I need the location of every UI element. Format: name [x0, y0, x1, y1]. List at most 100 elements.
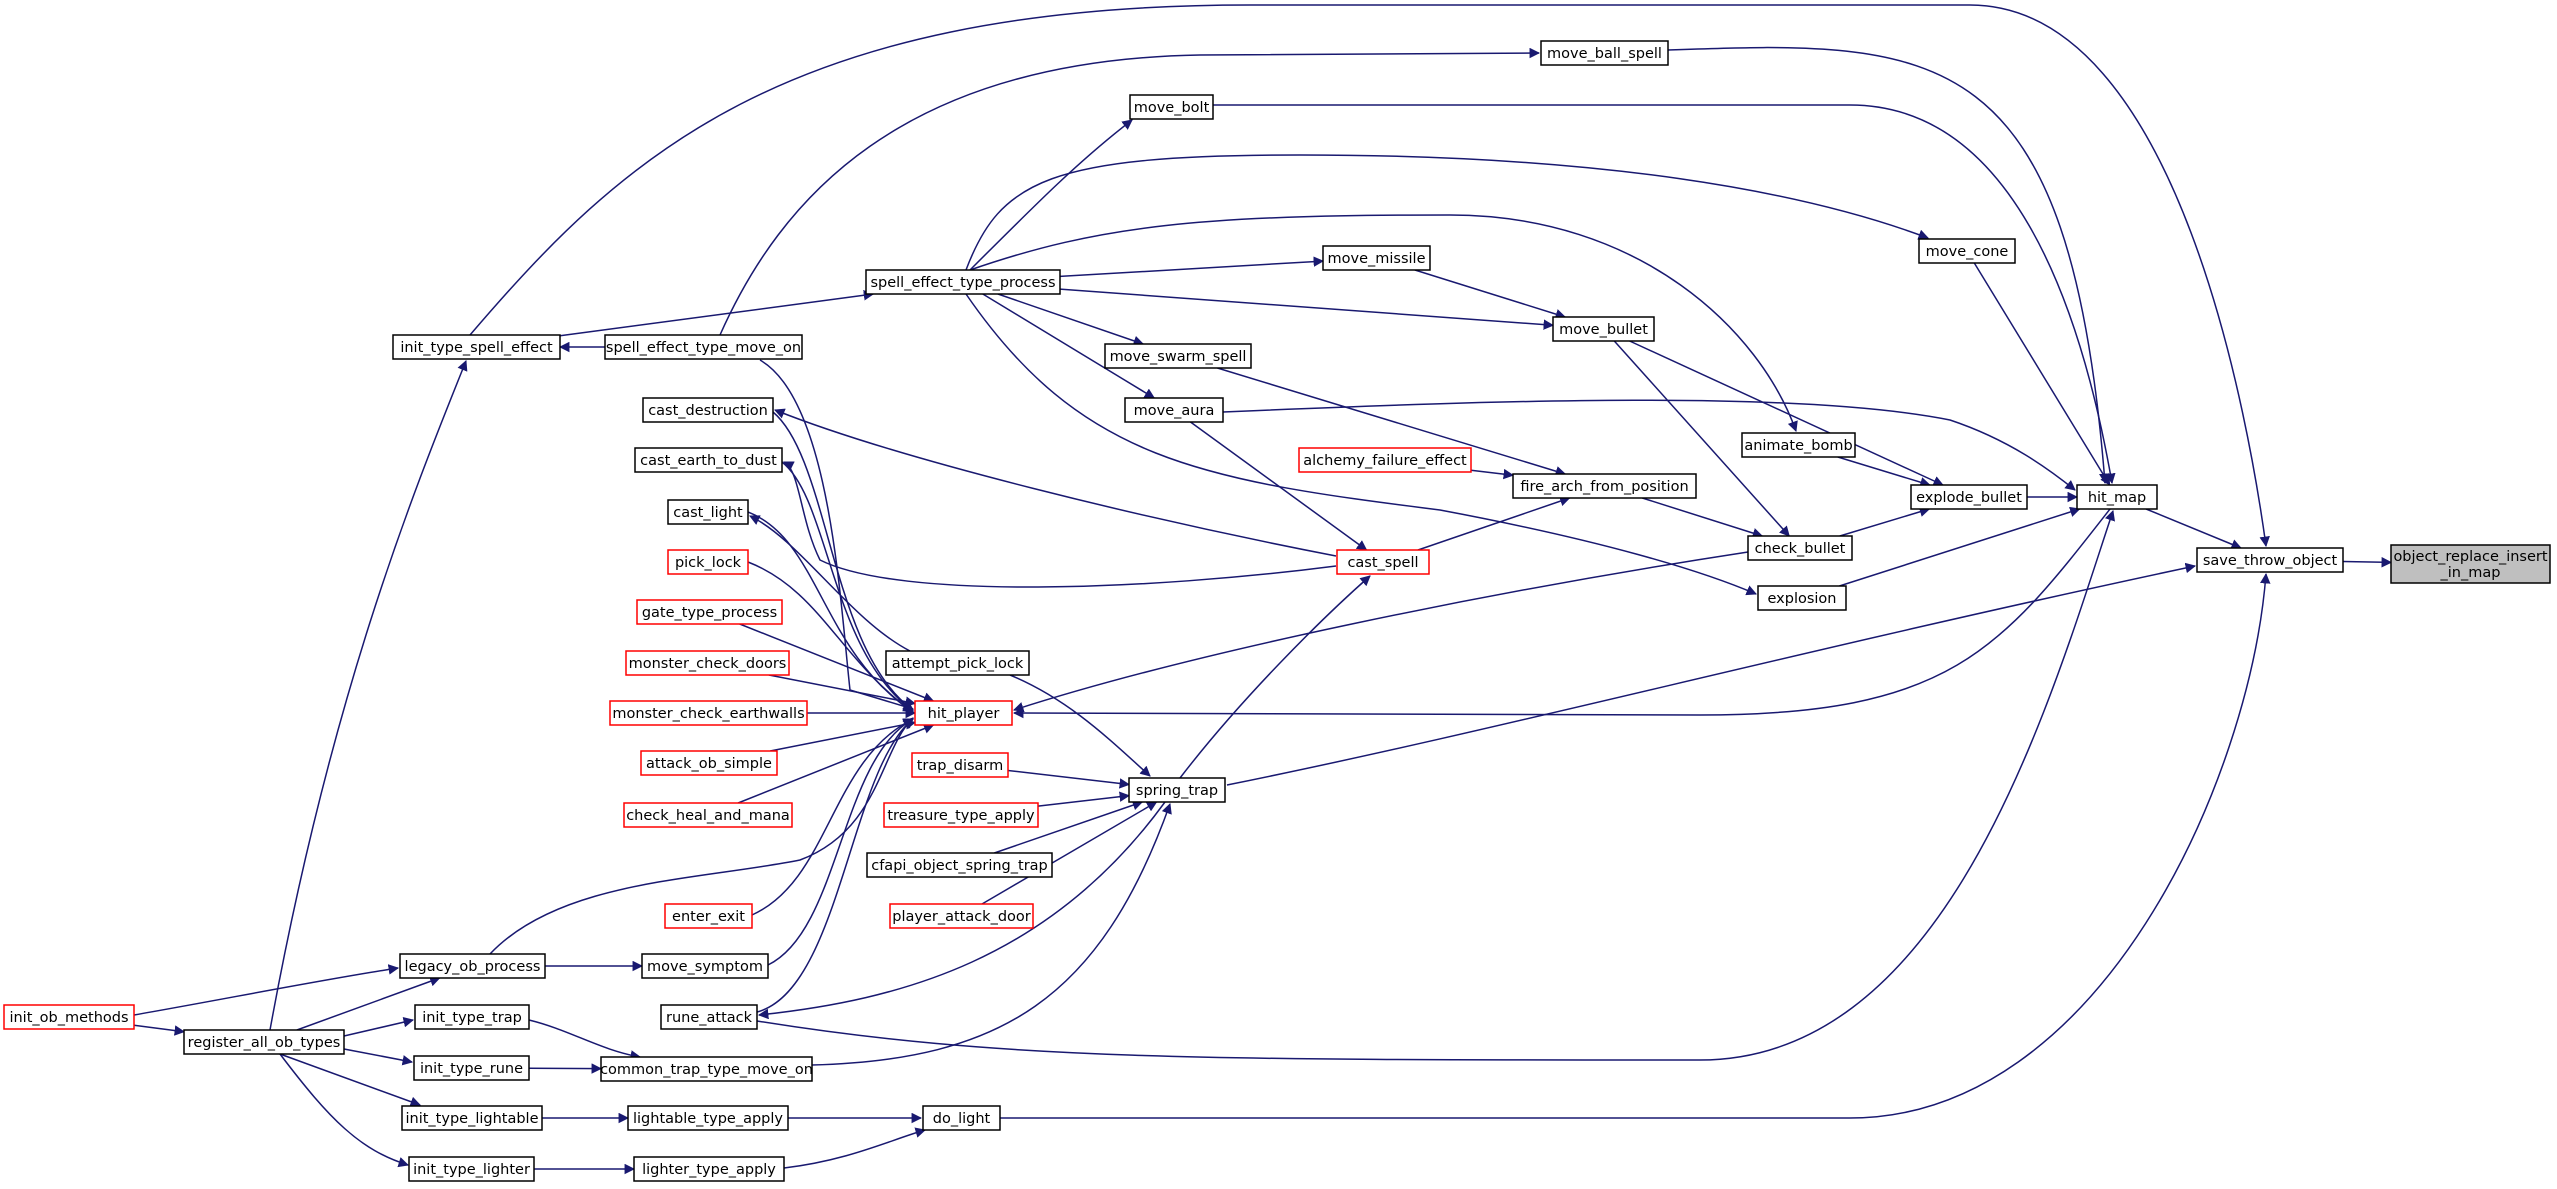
node-hit-player[interactable]: hit_player [914, 700, 1013, 726]
node-monster-check-earthwalls[interactable]: monster_check_earthwalls [609, 700, 808, 726]
edge-cast_spell-to-cast_destruction [774, 408, 1337, 557]
node-hit-map[interactable]: hit_map [2076, 484, 2158, 510]
edge-treasure_type_apply-to-spring_trap [1037, 791, 1131, 807]
node-label: cast_light [673, 505, 743, 521]
node-cast-spell[interactable]: cast_spell [1336, 549, 1430, 575]
edge-pick_lock-to-hit_player [747, 561, 914, 713]
edge-move_bullet-to-explode_bullet [1629, 340, 1944, 486]
node-box [1747, 535, 1853, 561]
node-init-type-spell-effect[interactable]: init_type_spell_effect [392, 334, 561, 360]
node-monster-check-doors[interactable]: monster_check_doors [625, 650, 790, 676]
node-lighter-type-apply[interactable]: lighter_type_apply [633, 1156, 785, 1182]
node-box [1918, 238, 2016, 264]
node-lightable-type-apply[interactable]: lightable_type_apply [627, 1105, 789, 1131]
node-label: enter_exit [672, 909, 745, 925]
edge-gate_type_process-to-hit_player [739, 623, 935, 703]
node-attempt-pick-lock[interactable]: attempt_pick_lock [885, 650, 1030, 676]
node-spell-effect-type-move-on[interactable]: spell_effect_type_move_on [604, 334, 803, 360]
edge-rune_attack-to-hit_map [756, 510, 2115, 1061]
node-label: register_all_ob_types [188, 1035, 341, 1051]
node-label: init_type_spell_effect [400, 340, 553, 356]
node-init-type-lighter[interactable]: init_type_lighter [408, 1156, 535, 1182]
node-move-ball-spell[interactable]: move_ball_spell [1540, 40, 1669, 66]
node-alchemy-failure-effect[interactable]: alchemy_failure_effect [1298, 447, 1472, 473]
node-enter-exit[interactable]: enter_exit [664, 903, 753, 929]
edge-move_symptom-to-hit_player [767, 718, 914, 966]
node-box [392, 334, 561, 360]
node-box [636, 599, 783, 625]
node-animate-bomb[interactable]: animate_bomb [1741, 432, 1856, 458]
edge-spell_effect_type_process-to-explosion [965, 293, 1757, 596]
edge-common_trap_type_move_on-to-spring_trap [811, 803, 1172, 1066]
node-cast-light[interactable]: cast_light [667, 499, 749, 525]
node-cast-earth-to-dust[interactable]: cast_earth_to_dust [634, 447, 783, 473]
node-box [408, 1156, 535, 1182]
edge-init_type_spell_effect-to-spell_effect_type_process [559, 290, 875, 337]
node-box [1128, 777, 1226, 803]
node-box [414, 1004, 530, 1030]
node-move-bullet[interactable]: move_bullet [1552, 316, 1655, 342]
node-move-cone[interactable]: move_cone [1918, 238, 2016, 264]
node-pick-lock[interactable]: pick_lock [667, 549, 749, 575]
node-rune-attack[interactable]: rune_attack [660, 1004, 758, 1030]
edge-init_ob_methods-to-legacy_ob_process [133, 964, 400, 1016]
node-player-attack-door[interactable]: player_attack_door [889, 903, 1034, 929]
node-label: rune_attack [666, 1010, 753, 1026]
node-trap-disarm[interactable]: trap_disarm [911, 752, 1009, 778]
node-move-aura[interactable]: move_aura [1124, 397, 1224, 423]
node-label: init_type_lightable [406, 1111, 539, 1127]
node-box [1552, 316, 1655, 342]
node-init-ob-methods[interactable]: init_ob_methods [3, 1004, 135, 1030]
edge-register_all_ob_types-to-init_type_spell_effect [269, 360, 468, 1031]
edge-attack_ob_simple-to-hit_player [769, 719, 917, 752]
node-cfapi-object-spring-trap[interactable]: cfapi_object_spring_trap [866, 852, 1053, 878]
node-move-bolt[interactable]: move_bolt [1129, 94, 1214, 120]
node-init-type-trap[interactable]: init_type_trap [414, 1004, 530, 1030]
node-explosion[interactable]: explosion [1757, 585, 1847, 611]
node-label: do_light [933, 1111, 991, 1127]
edge-hit_map-to-save_throw_object [2145, 508, 2242, 550]
node-box [399, 953, 546, 979]
node-common-trap-type-move-on[interactable]: common_trap_type_move_on [600, 1056, 813, 1082]
node-label: init_type_trap [422, 1010, 522, 1026]
node-box [865, 269, 1061, 295]
edge-spell_effect_type_process-to-move_swarm_spell [997, 293, 1145, 346]
node-init-type-rune[interactable]: init_type_rune [413, 1055, 530, 1081]
edge-explosion-to-hit_map [1839, 506, 2081, 587]
node-box [641, 953, 769, 979]
node-label: cast_destruction [648, 403, 768, 419]
node-register-all-ob-types[interactable]: register_all_ob_types [183, 1029, 345, 1055]
node-init-type-lightable[interactable]: init_type_lightable [401, 1105, 543, 1131]
node-label: trap_disarm [917, 758, 1004, 774]
edge-trap_disarm-to-spring_trap [1007, 769, 1131, 789]
node-move-symptom[interactable]: move_symptom [641, 953, 769, 979]
node-check-bullet[interactable]: check_bullet [1747, 535, 1853, 561]
node-label: attempt_pick_lock [892, 656, 1024, 672]
node-label: check_bullet [1755, 541, 1846, 557]
node-attack-ob-simple[interactable]: attack_ob_simple [640, 750, 778, 776]
node-cast-destruction[interactable]: cast_destruction [642, 397, 774, 423]
edge-move_swarm_spell-to-fire_arch_from_position [1217, 367, 1567, 477]
node-gate-type-process[interactable]: gate_type_process [636, 599, 783, 625]
node-do-light[interactable]: do_light [922, 1105, 1001, 1131]
edges [133, 4, 2393, 1175]
node-label: attack_ob_simple [646, 756, 772, 772]
node-treasure-type-apply[interactable]: treasure_type_apply [883, 802, 1039, 828]
node-move-missile[interactable]: move_missile [1322, 245, 1431, 271]
node-fire-arch-from-position[interactable]: fire_arch_from_position [1512, 473, 1697, 499]
node-object-replace-insert-in-map: object_replace_insert_in_map [2390, 544, 2551, 584]
edge-move_cone-to-hit_map [1973, 262, 2111, 486]
node-spring-trap[interactable]: spring_trap [1128, 777, 1226, 803]
node-box [627, 1105, 789, 1131]
node-move-swarm-spell[interactable]: move_swarm_spell [1104, 343, 1252, 369]
node-box [600, 1056, 813, 1082]
node-legacy-ob-process[interactable]: legacy_ob_process [399, 953, 546, 979]
edge-cast_earth_to_dust-to-hit_player [781, 461, 914, 712]
node-check-heal-and-mana[interactable]: check_heal_and_mana [623, 802, 793, 828]
node-save-throw-object[interactable]: save_throw_object [2196, 547, 2344, 573]
edge-move_aura-to-cast_spell [1190, 421, 1368, 551]
node-explode-bullet[interactable]: explode_bullet [1910, 484, 2028, 510]
edge-save_throw_object-to-object_replace_insert_in_map [2342, 556, 2393, 568]
node-box [922, 1105, 1001, 1131]
node-spell-effect-type-process[interactable]: spell_effect_type_process [865, 269, 1061, 295]
